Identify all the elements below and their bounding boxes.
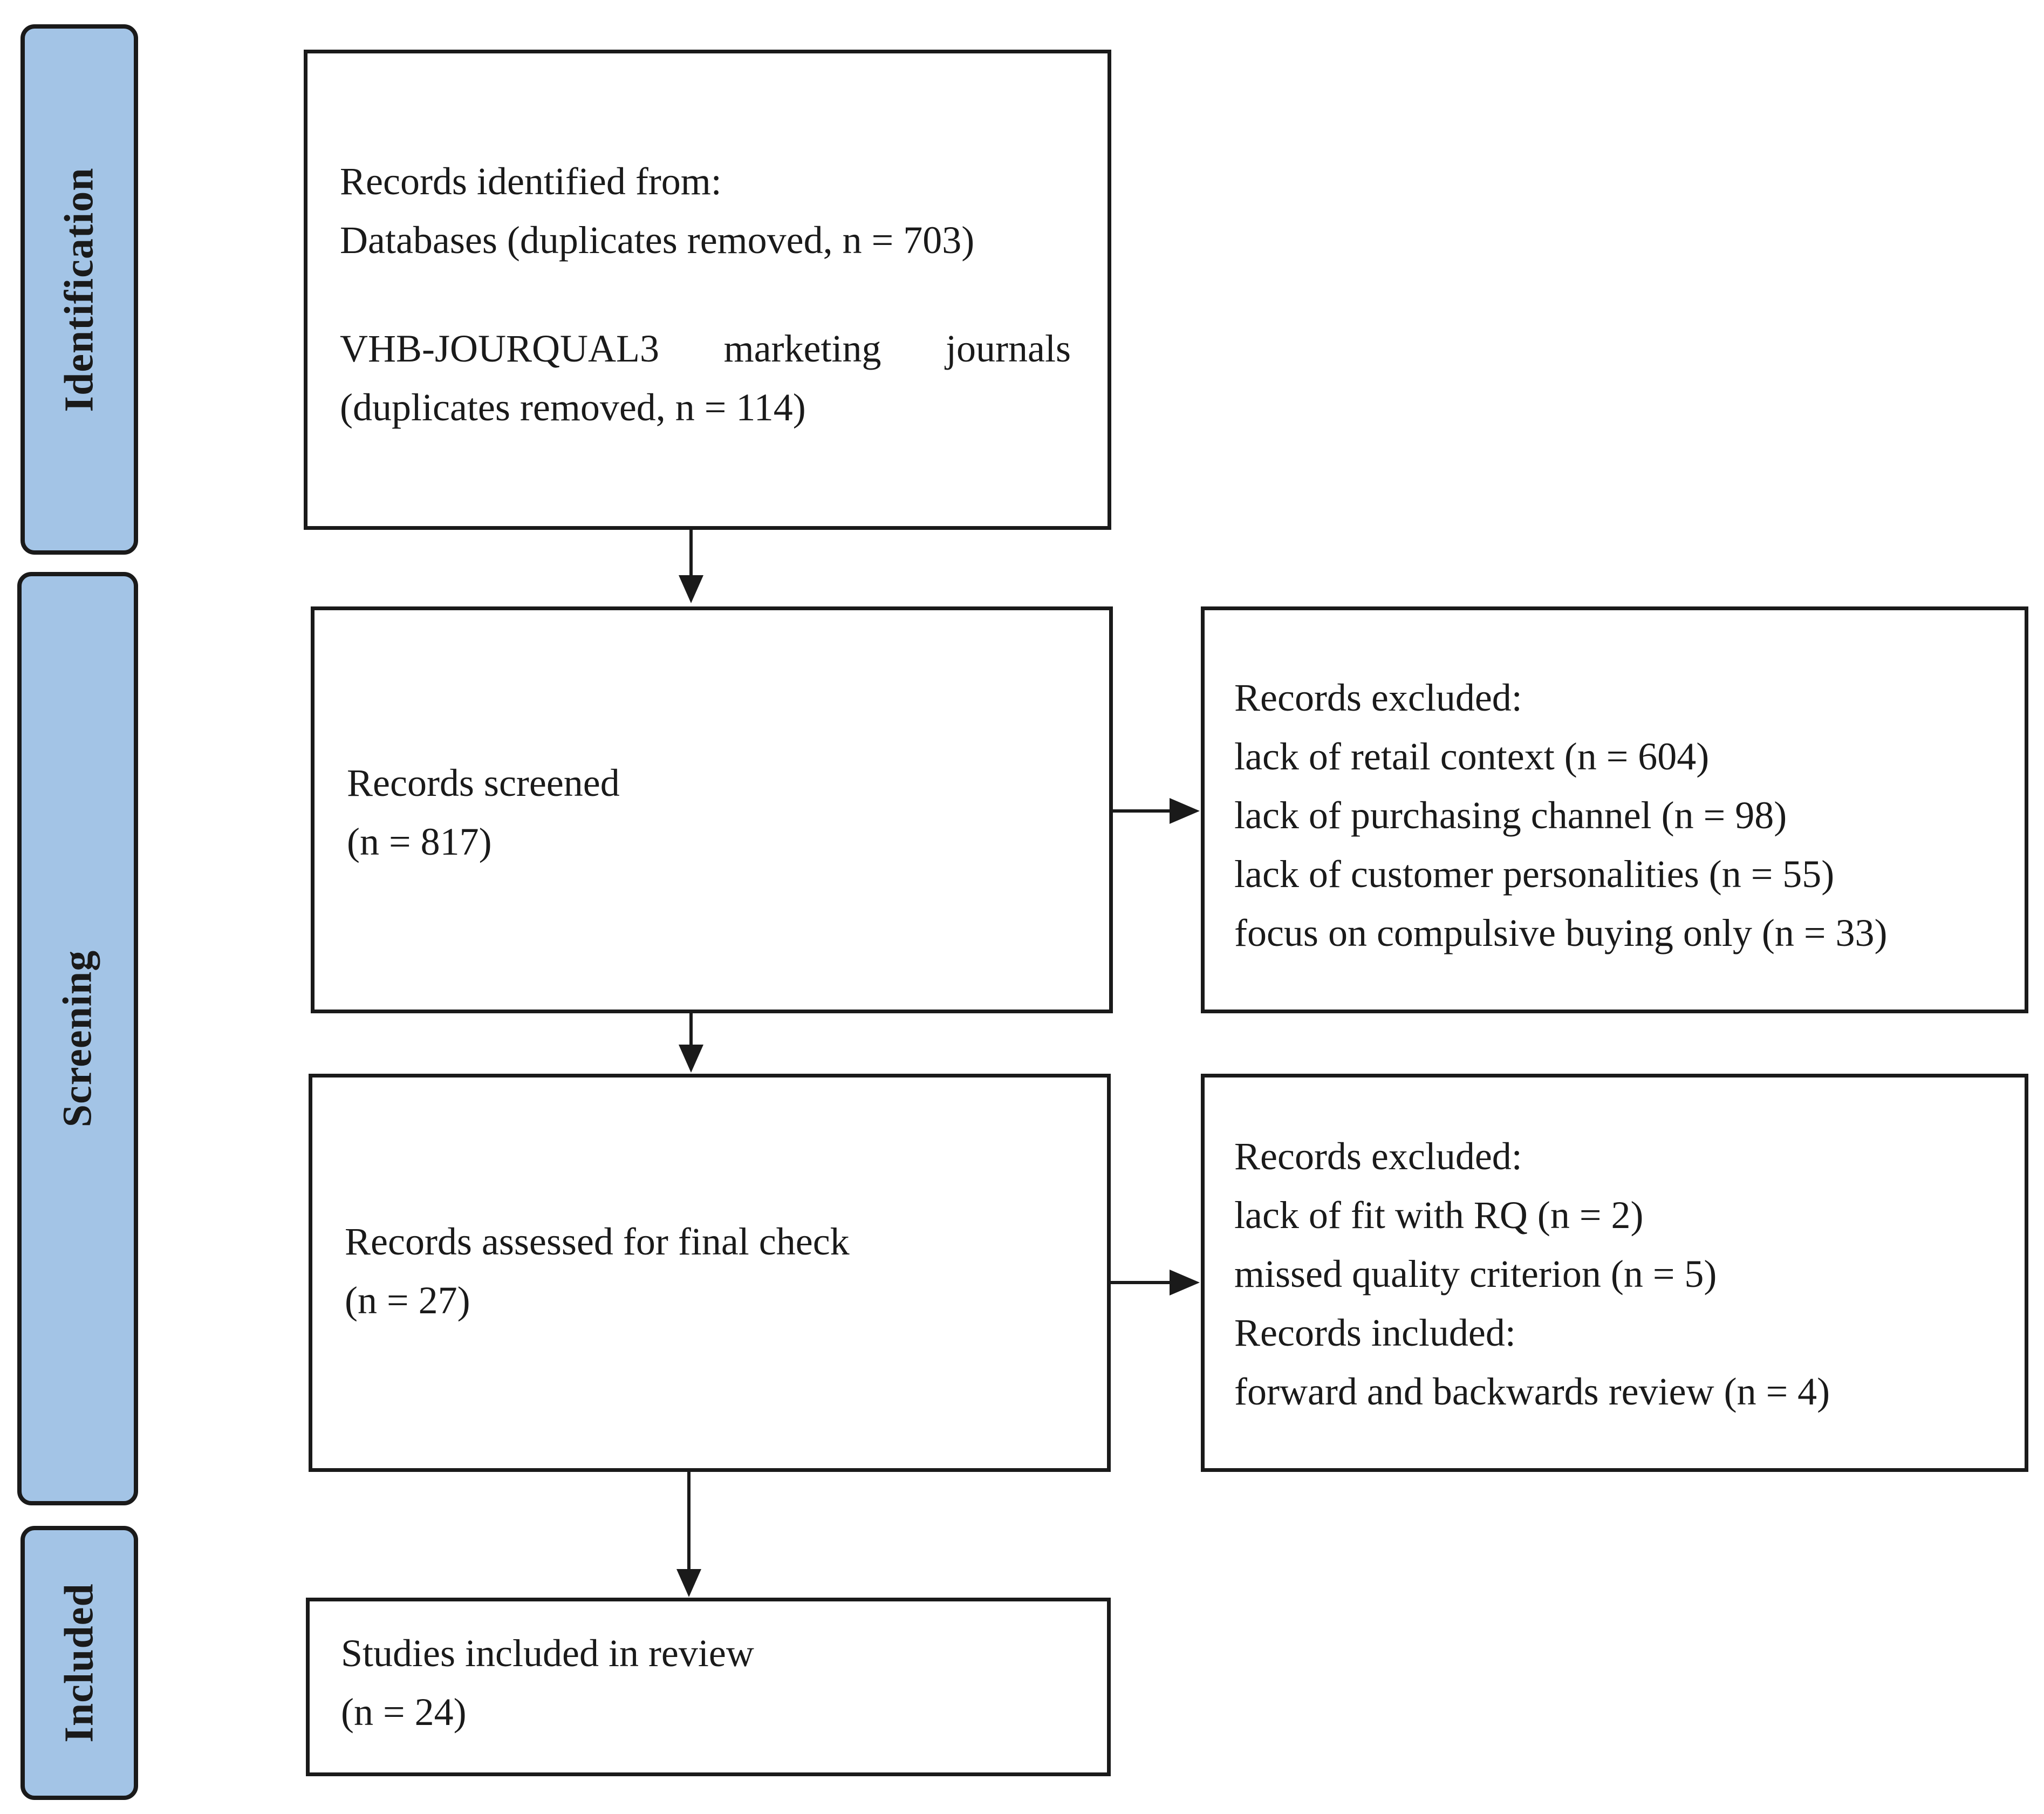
arrowhead-right bbox=[1170, 798, 1200, 824]
excluded-2-item: missed quality criterion (n = 5) bbox=[1234, 1252, 1717, 1295]
excluded-box-1: Records excluded: lack of retail context… bbox=[1201, 606, 2028, 1013]
excluded-1-item: lack of retail context (n = 604) bbox=[1234, 735, 1710, 778]
screened-title: Records screened bbox=[347, 761, 620, 804]
identification-heading: Records identified from: bbox=[340, 160, 722, 203]
vhb-word: marketing bbox=[723, 327, 881, 370]
phase-identification-label: Identification bbox=[56, 167, 102, 412]
final-title: Studies included in review bbox=[341, 1632, 754, 1675]
included-2-heading: Records included: bbox=[1234, 1311, 1516, 1354]
phase-included: Included bbox=[20, 1526, 138, 1800]
excluded-1-heading: Records excluded: bbox=[1234, 676, 1522, 719]
excluded-1-item: focus on compulsive buying only (n = 33) bbox=[1234, 911, 1888, 954]
assessed-box: Records assessed for final check (n = 27… bbox=[309, 1074, 1111, 1472]
included-2-item: forward and backwards review (n = 4) bbox=[1234, 1370, 1830, 1413]
arrowhead-right bbox=[1170, 1270, 1200, 1295]
identification-box: Records identified from: Databases (dupl… bbox=[304, 50, 1111, 530]
screened-box: Records screened (n = 817) bbox=[311, 606, 1113, 1013]
phase-included-label: Included bbox=[56, 1583, 102, 1743]
assessed-count: (n = 27) bbox=[345, 1279, 470, 1322]
final-box: Studies included in review (n = 24) bbox=[306, 1598, 1111, 1776]
phase-screening-label: Screening bbox=[54, 950, 100, 1128]
arrowhead-down bbox=[679, 575, 703, 603]
excluded-1-item: lack of customer personalities (n = 55) bbox=[1234, 853, 1835, 896]
phase-identification: Identification bbox=[20, 24, 138, 555]
excluded-box-2: Records excluded: lack of fit with RQ (n… bbox=[1201, 1074, 2028, 1472]
vhb-word: journals bbox=[946, 327, 1071, 370]
identification-vhb-line: VHB-JOURQUAL3 marketing journals bbox=[340, 319, 1071, 378]
vhb-word: VHB-JOURQUAL3 bbox=[340, 327, 659, 370]
arrowhead-down bbox=[676, 1569, 701, 1597]
screened-count: (n = 817) bbox=[347, 820, 492, 863]
excluded-1-item: lack of purchasing channel (n = 98) bbox=[1234, 794, 1787, 837]
identification-spacer bbox=[340, 270, 1071, 319]
identification-databases: Databases (duplicates removed, n = 703) bbox=[340, 219, 975, 262]
identification-vhb-count: (duplicates removed, n = 114) bbox=[340, 386, 806, 429]
assessed-title: Records assessed for final check bbox=[345, 1220, 850, 1263]
arrowhead-down bbox=[679, 1045, 703, 1073]
final-count: (n = 24) bbox=[341, 1690, 467, 1734]
excluded-2-item: lack of fit with RQ (n = 2) bbox=[1234, 1194, 1644, 1237]
excluded-2-heading: Records excluded: bbox=[1234, 1135, 1522, 1178]
phase-screening: Screening bbox=[17, 572, 138, 1505]
